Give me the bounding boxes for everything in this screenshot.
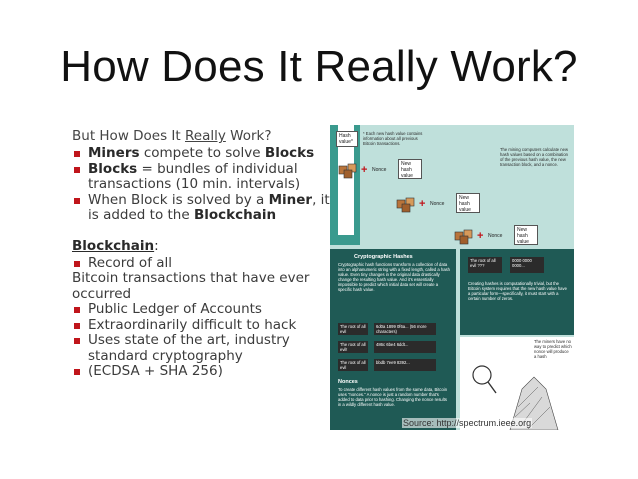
miner-text: The mining computers calculate new hash … [500,147,568,167]
row-value: bbdb 7ee9 8392... [374,359,436,371]
text-transactions: Bitcoin transactions that have ever occu… [72,270,310,302]
blockchain-section: Blockchain: Record of all Bitcoin transa… [72,238,334,380]
creating-text: Creating hashes is computationally trivi… [468,281,567,301]
block-icon [396,197,415,213]
new-hash-box: New hash value [456,193,480,213]
blockchain-heading: Blockchain: [72,237,159,254]
row-label: The root of all evil [338,359,368,371]
bullet-cryptography: Uses state of the art, industry standard… [72,332,334,364]
nonce-label: Nonce [372,167,387,173]
nonces-text: To create different hash values from the… [338,387,448,407]
row-value: 486c 6be4 6ddt... [374,341,436,353]
nonce-label: Nonce [430,201,445,207]
root-value: 0000 0000 0000... [510,257,544,273]
note-text: * Each new hash value contains informati… [363,131,423,146]
row-label: The root of all evil [338,323,368,335]
row-value: 6d0a 1899 0f6a... (56 more characters) [374,323,436,335]
nonce-label: Nonce [488,233,503,239]
bullet-hack: Extraordinarily difficult to hack [72,317,334,334]
source-url[interactable]: http://spectrum.ieee.org [436,418,532,428]
bullets-blockchain: Record of all Bitcoin transactions that … [72,255,334,380]
nonces-title: Nonces [338,379,358,385]
bullet-miners: Miners compete to solve Blocks [72,145,334,162]
bullet-ecdsa: (ECDSA + SHA 256) [72,363,334,380]
row-label: The root of all evil! [338,341,368,353]
crypto-text: Cryptographic hash functions transform a… [338,262,450,292]
block-icon [454,229,473,245]
plus-icon: + [477,230,484,242]
crypto-panel [330,249,456,430]
bullet-ledger: Public Ledger of Accounts [72,301,334,318]
white-strip [338,125,354,235]
source-credit: Source: http://spectrum.ieee.org [402,418,533,428]
bullet-blocks: Blocks = bundles of individual transacti… [72,161,334,193]
bullet-record: Record of all [72,255,334,272]
panel-heading: But How Does It Really Work? [72,128,272,144]
crypto-title: Cryptographic Hashes [354,254,413,260]
new-hash-box: New hash value [398,159,422,179]
bullet-block-solved: When Block is solved by a Miner, it is a… [72,192,334,224]
block-icon [338,163,357,179]
hash-value-box: Hash value* [336,131,358,147]
bullet-panel: But How Does It Really Work? Miners comp… [72,128,334,428]
miner-illustration-icon [460,337,574,430]
slide-title: How Does It Really Work? [60,42,578,91]
new-hash-box: New hash value [514,225,538,245]
miners-note: The miners have no way to predict which … [534,339,572,359]
bullets-mining: Miners compete to solve Blocks Blocks = … [72,145,334,224]
plus-icon: + [361,164,368,176]
root-label: The root of all evil ??? [468,257,502,273]
bitcoin-infographic: Hash value* * Each new hash value contai… [330,125,574,430]
plus-icon: + [419,198,426,210]
